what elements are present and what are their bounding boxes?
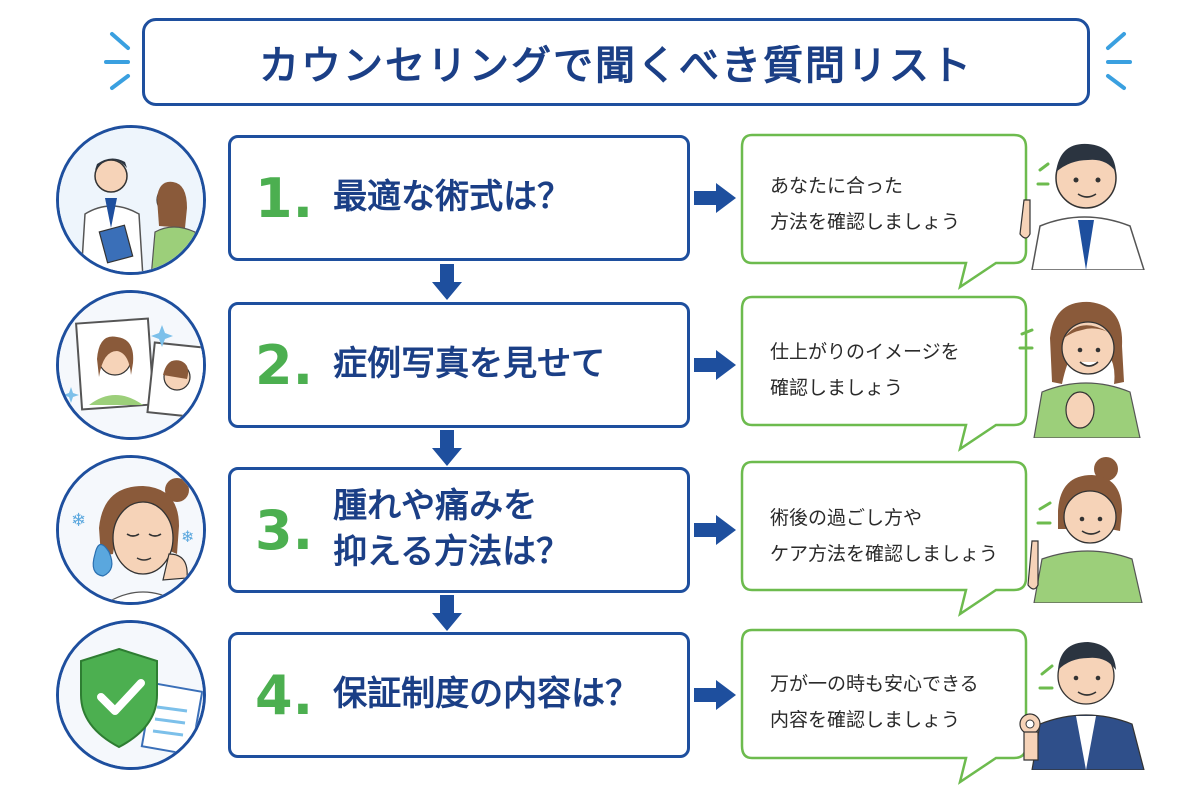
svg-text:❄: ❄ — [181, 527, 194, 546]
doctor-man-pointing-icon — [1019, 143, 1145, 270]
right-emphasis-lines-icon — [1106, 32, 1132, 90]
down-arrow-icon — [432, 264, 462, 300]
woman-bun-pointing-icon — [1027, 457, 1143, 603]
question-number: 2. — [255, 333, 314, 397]
question-card-1: 1. 最適な術式は？ — [228, 135, 690, 261]
left-emphasis-lines-icon — [104, 32, 130, 90]
svg-text:❄: ❄ — [71, 510, 86, 531]
right-arrow-icon — [694, 183, 736, 213]
question-card-4: 4. 保証制度の内容は？ — [228, 632, 690, 758]
man-suit-ok-sign-icon — [1019, 642, 1145, 770]
page-title: カウンセリングで聞くべき質問リスト — [142, 18, 1090, 106]
shield-check-document-icon — [56, 620, 206, 770]
cooling-face-icon: ❄ ❄ — [56, 455, 206, 605]
speech-bubble-2 — [740, 295, 1028, 452]
right-arrow-icon — [694, 350, 736, 380]
advice-text-3: 術後の過ごし方や ケア方法を確認しましょう — [770, 507, 999, 566]
question-text: 症例写真を見せて — [333, 344, 606, 385]
question-card-2: 2. 症例写真を見せて — [228, 302, 690, 428]
speech-bubble-3 — [740, 460, 1028, 617]
advice-text-4: 万が一の時も安心できる 内容を確認しましょう — [770, 673, 979, 732]
question-text: 腫れや痛みを 抑える方法は？ — [333, 486, 571, 572]
question-card-3: 3. 腫れや痛みを 抑える方法は？ — [228, 467, 690, 593]
question-number: 1. — [255, 166, 314, 230]
photo-cases-icon — [56, 290, 206, 440]
right-arrow-icon — [694, 515, 736, 545]
advice-text-2: 仕上がりのイメージを 確認しましょう — [770, 341, 960, 400]
advice-text-1: あなたに合った 方法を確認しましょう — [770, 175, 961, 234]
speech-bubble-1 — [740, 133, 1028, 290]
question-number: 3. — [255, 498, 314, 562]
question-number: 4. — [255, 663, 314, 727]
question-text: 保証制度の内容は？ — [333, 674, 640, 715]
down-arrow-icon — [432, 595, 462, 631]
woman-hands-clasped-icon — [1018, 301, 1141, 438]
right-arrow-icon — [694, 680, 736, 710]
doctor-consultation-icon — [56, 125, 206, 275]
speech-bubble-4 — [740, 628, 1028, 785]
down-arrow-icon — [432, 430, 462, 466]
question-text: 最適な術式は？ — [333, 177, 572, 218]
